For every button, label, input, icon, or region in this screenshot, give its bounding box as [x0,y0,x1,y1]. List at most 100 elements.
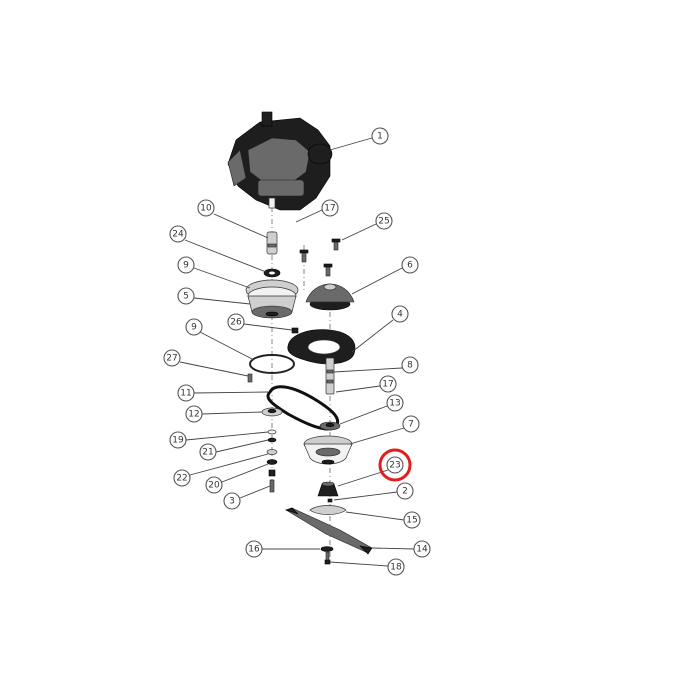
part-6-cover [305,283,355,311]
callout-number: 18 [390,563,402,573]
callout-circle [169,225,187,243]
callout-1: 1 [371,127,389,145]
part-7-spindle-housing [303,435,353,465]
part-5-pulley-housing [245,279,299,319]
callout-number: 2 [402,487,408,497]
callout-circle [401,256,419,274]
callout-circle [173,469,191,487]
callout-9: 9 [185,318,203,336]
callout-21: 21 [199,443,217,461]
callout-8: 8 [401,356,419,374]
callout-circle [386,456,404,474]
callout-16: 16 [245,540,263,558]
callout-14: 14 [413,540,431,558]
callout-23: 23 [378,448,412,482]
callout-circle [413,540,431,558]
callout-circle [177,287,195,305]
part-15-guard [309,505,347,515]
callout-number: 9 [191,323,197,333]
part-9-ring [249,354,295,374]
callout-number: 7 [408,420,414,430]
callout-number: 5 [183,292,189,302]
callout-17: 17 [379,375,397,393]
callout-3: 3 [223,492,241,510]
callout-17: 17 [321,199,339,217]
small-washers [266,429,278,493]
callout-number: 14 [416,545,428,555]
callout-20: 20 [205,476,223,494]
callout-number: 20 [208,481,220,491]
engine [227,111,333,211]
callout-7: 7 [402,415,420,433]
callout-circle [386,394,404,412]
callout-circle [223,492,241,510]
callout-circle [391,305,409,323]
callout-number: 23 [389,461,400,471]
callout-number: 17 [324,204,335,214]
callout-circle [227,313,245,331]
callout-circle [379,375,397,393]
callout-number: 1 [377,132,383,142]
callout-number: 3 [229,497,235,507]
callout-26: 26 [227,313,245,331]
callout-circle [402,415,420,433]
callout-19: 19 [169,431,187,449]
part-14-blade [285,507,373,555]
bolts-top [299,238,341,277]
callout-number: 6 [407,261,413,271]
callout-10: 10 [197,199,215,217]
callout-5: 5 [177,287,195,305]
callout-circle [199,443,217,461]
callout-circle [185,405,203,423]
callout-circle [177,384,195,402]
callout-circle [169,431,187,449]
callout-circle [163,349,181,367]
callout-circle [387,558,405,576]
callout-18: 18 [387,558,405,576]
callout-9: 9 [177,256,195,274]
callout-number: 27 [166,354,177,364]
callout-number: 15 [406,516,417,526]
callout-13: 13 [386,394,404,412]
part-4-belt-guide [287,329,356,365]
part-23-blade-adapter [317,481,339,497]
callout-circle [321,199,339,217]
callout-circle [177,256,195,274]
callout-circle [403,511,421,529]
callout-number: 11 [180,389,191,399]
callout-11: 11 [177,384,195,402]
callout-circle [197,199,215,217]
callout-number: 25 [378,217,389,227]
callout-circle [401,356,419,374]
callout-circle [375,212,393,230]
callout-number: 22 [176,474,187,484]
callout-15: 15 [403,511,421,529]
part-10-adapter [266,231,278,255]
callout-number: 13 [389,399,400,409]
part-24-washer [263,268,281,278]
callout-number: 24 [172,230,184,240]
callout-4: 4 [391,305,409,323]
callout-number: 16 [248,545,260,555]
callout-6: 6 [401,256,419,274]
callout-number: 4 [397,310,403,320]
callout-circle [396,482,414,500]
part-2-key [327,498,333,503]
callout-number: 9 [183,261,189,271]
part-18-bolt [324,551,331,565]
callout-27: 27 [163,349,181,367]
callout-number: 17 [382,380,393,390]
callout-25: 25 [375,212,393,230]
part-16-washer [320,546,334,552]
leader-lines [179,137,415,567]
part-13-pulley [319,421,341,431]
callout-2: 2 [396,482,414,500]
part-27-bolt [247,373,253,383]
callout-number: 19 [172,436,184,446]
part-26-pin [291,327,299,334]
callout-number: 8 [407,361,413,371]
callout-number: 12 [188,410,199,420]
